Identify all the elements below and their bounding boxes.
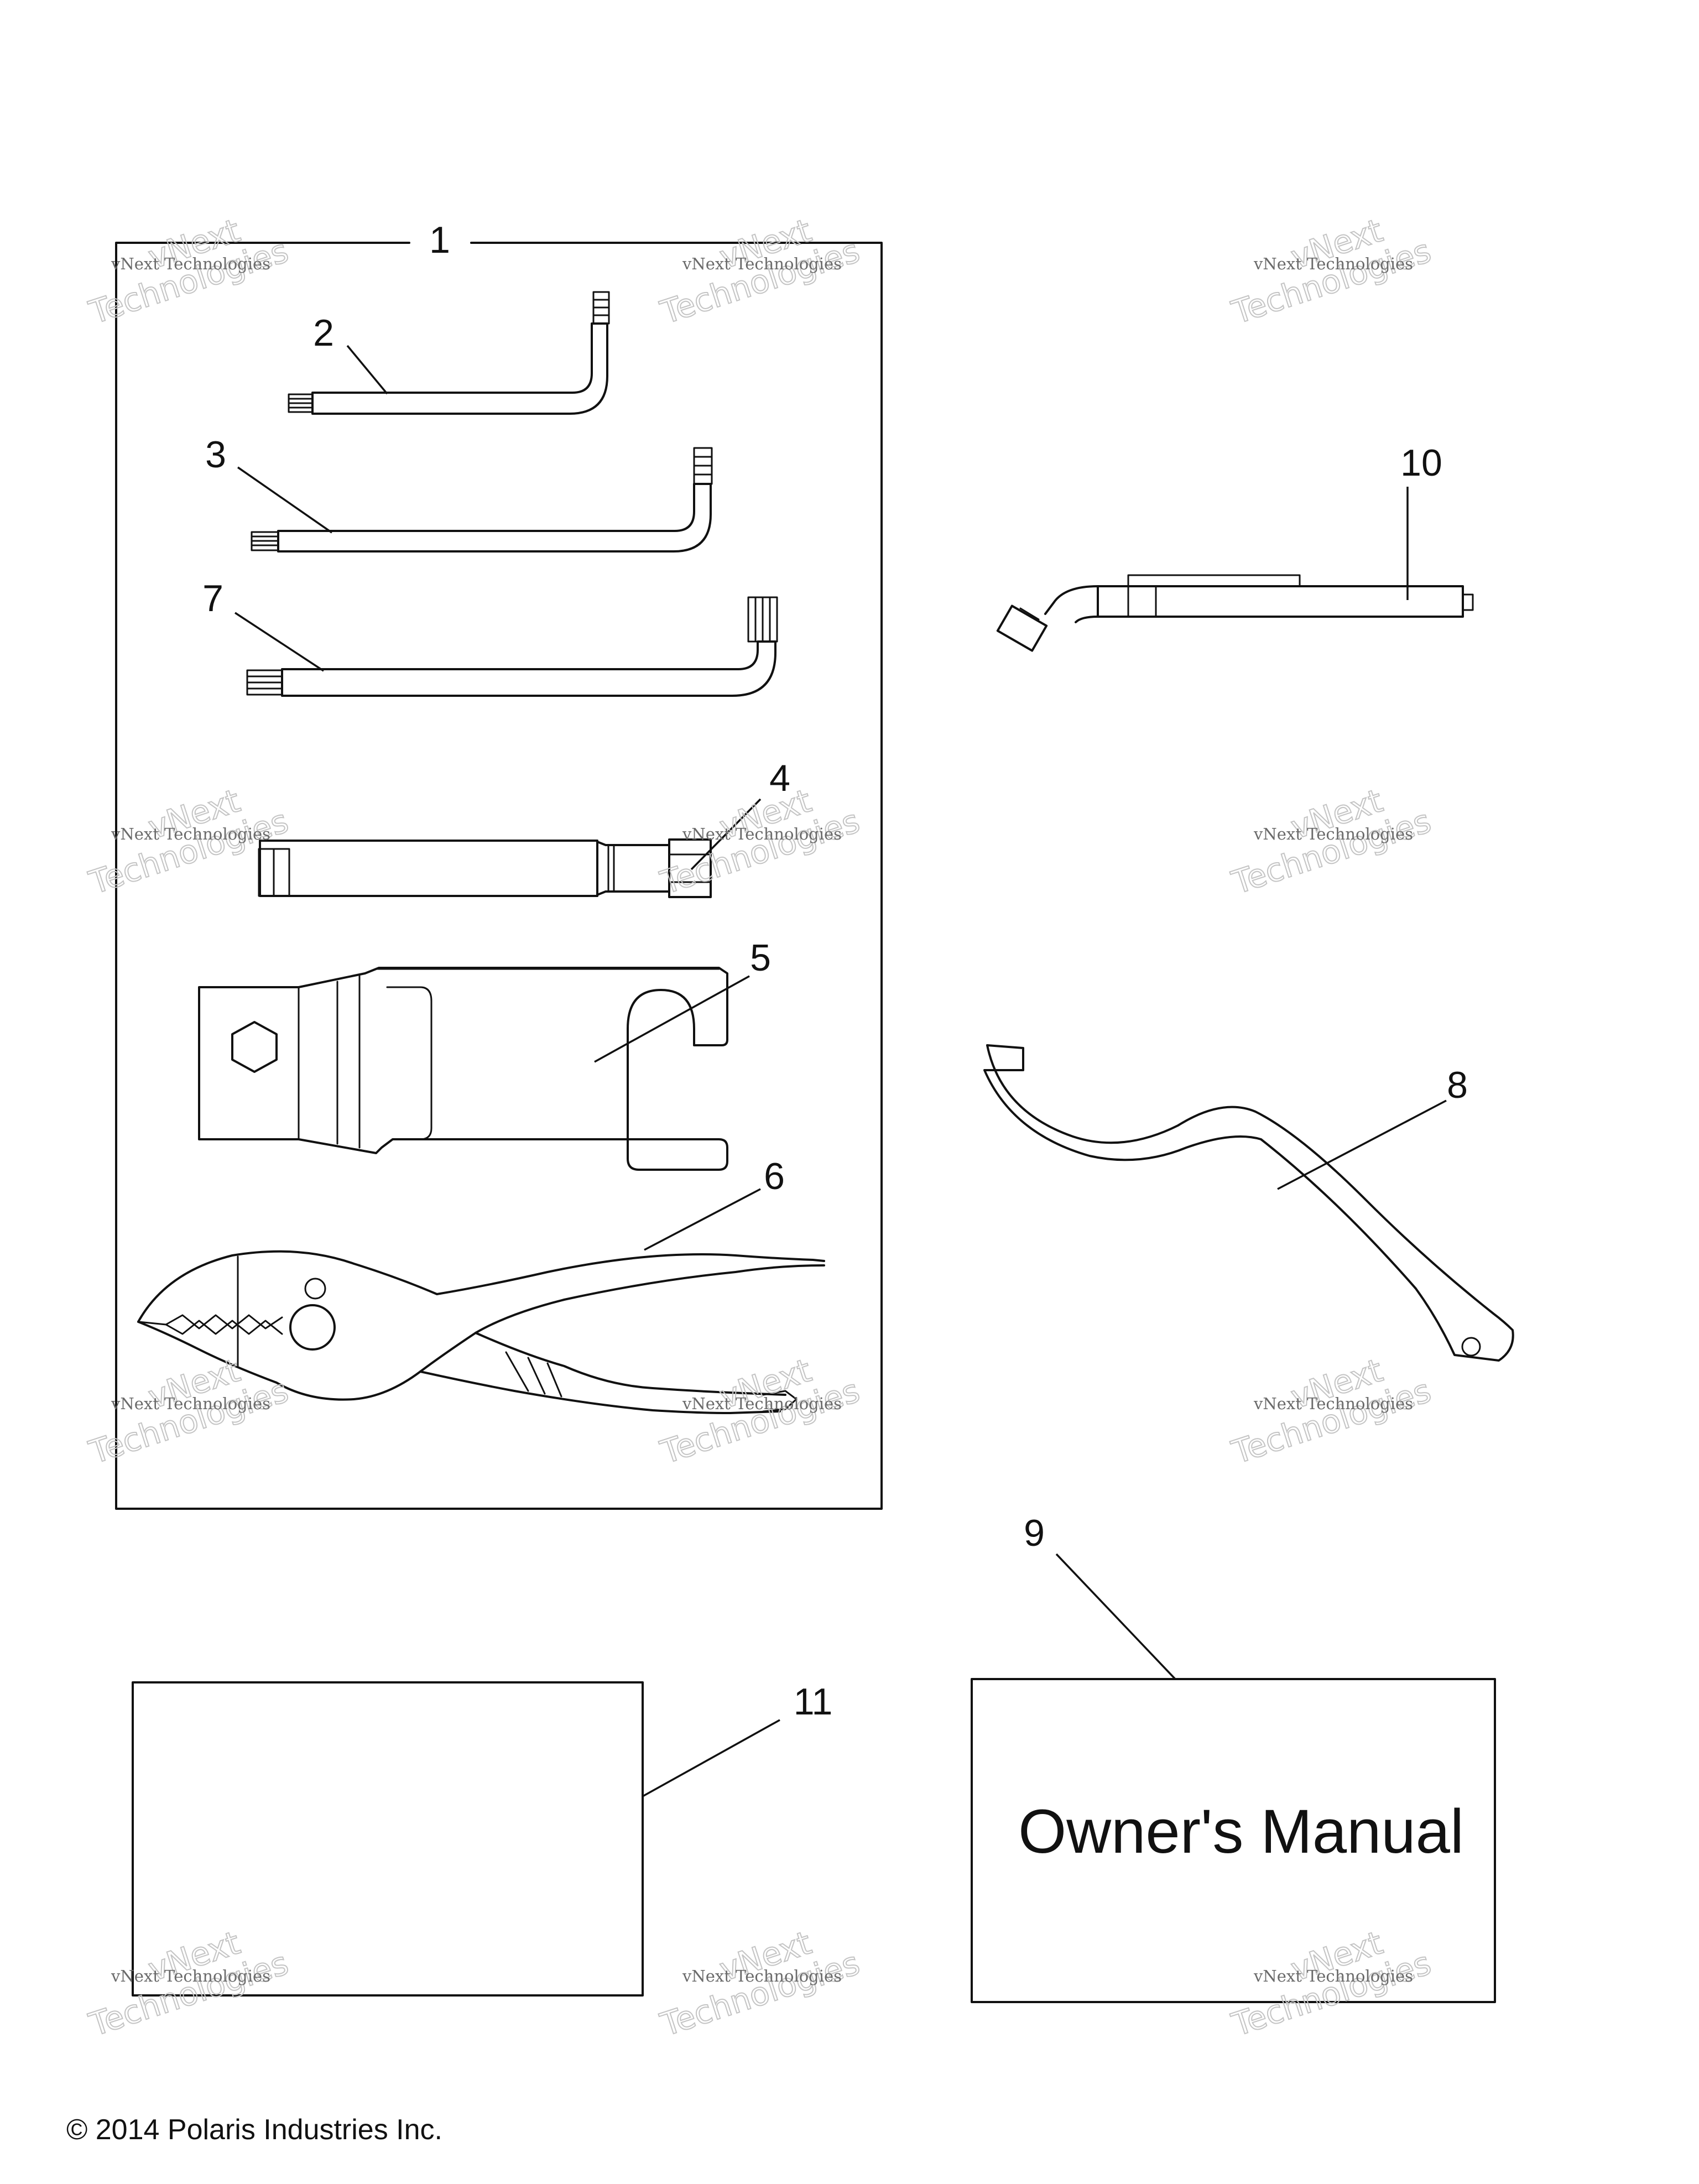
- svg-text:vNext Technologies: vNext Technologies: [111, 1967, 270, 1985]
- hex-key-large: [246, 596, 778, 697]
- svg-text:vNext Technologies: vNext Technologies: [682, 254, 842, 273]
- callout-7: 7: [202, 577, 223, 619]
- watermark-r3c1: vNext Technologies vNext Technologies: [84, 1351, 293, 1472]
- hex-key-medium: [251, 447, 713, 552]
- svg-text:vNext Technologies: vNext Technologies: [111, 1394, 270, 1413]
- svg-text:vNext Technologies: vNext Technologies: [682, 825, 842, 843]
- svg-text:vNext Technologies: vNext Technologies: [1253, 254, 1413, 273]
- leader-9: [1055, 1553, 1176, 1680]
- watermark-r1c3: vNext Technologies vNext Technologies: [1227, 211, 1436, 332]
- leader-2: [346, 345, 388, 395]
- leader-6: [644, 1188, 761, 1251]
- leader-5: [594, 975, 750, 1063]
- grease-tool: [996, 574, 1474, 652]
- watermark-r4c2: vNext Technologies vNext Technologies: [655, 1923, 864, 2044]
- tool-kit-frame: [115, 242, 883, 1510]
- callout-1: 1: [429, 219, 450, 261]
- owners-manual-label: Owner's Manual: [1018, 1797, 1464, 1866]
- leader-8: [1277, 1099, 1447, 1190]
- svg-text:vNext Technologies: vNext Technologies: [1253, 1394, 1413, 1413]
- callout-3: 3: [205, 434, 226, 476]
- slip-joint-pliers: [137, 1250, 825, 1414]
- callout-9: 9: [1024, 1512, 1045, 1554]
- leader-3: [237, 466, 332, 534]
- owners-manual-box: [971, 1678, 1496, 2003]
- watermark-r4c3: vNext Technologies vNext Technologies: [1227, 1923, 1436, 2044]
- svg-text:vNext Technologies: vNext Technologies: [682, 1967, 842, 1985]
- callout-6: 6: [764, 1155, 785, 1197]
- svg-text:vNext Technologies: vNext Technologies: [1253, 825, 1413, 843]
- callout-11: 11: [794, 1681, 833, 1723]
- watermark-r2c2: vNext Technologies vNext Technologies: [655, 781, 864, 902]
- svg-text:vNext Technologies: vNext Technologies: [682, 1394, 842, 1413]
- callout-5: 5: [750, 937, 771, 979]
- leader-4: [690, 798, 762, 871]
- callout-10: 10: [1400, 442, 1442, 484]
- svg-text:vNext Technologies: vNext Technologies: [1253, 1967, 1413, 1985]
- callout-4: 4: [769, 757, 790, 799]
- callout-2: 2: [313, 312, 334, 354]
- spark-plug-socket: [258, 838, 712, 898]
- watermark-r3c2: vNext Technologies vNext Technologies: [655, 1351, 864, 1472]
- watermark-r1c1: vNext Technologies vNext Technologies: [84, 211, 293, 332]
- copyright-notice: © 2014 Polaris Industries Inc.: [66, 2114, 442, 2146]
- svg-text:vNext Technologies: vNext Technologies: [111, 825, 270, 843]
- hex-key-small: [288, 291, 610, 415]
- watermark-r4c1: vNext Technologies vNext Technologies: [84, 1923, 293, 2044]
- watermark-r1c2: vNext Technologies vNext Technologies: [655, 211, 864, 332]
- watermark-r3c3: vNext Technologies vNext Technologies: [1227, 1351, 1436, 1472]
- watermark-r2c3: vNext Technologies vNext Technologies: [1227, 781, 1436, 902]
- svg-text:vNext Technologies: vNext Technologies: [111, 254, 270, 273]
- hook-spanner: [983, 1044, 1514, 1362]
- blank-card: [132, 1681, 644, 1997]
- leader-11: [642, 1719, 780, 1797]
- callout-8: 8: [1447, 1064, 1468, 1106]
- leader-7: [234, 612, 324, 672]
- spanner-wrench: [198, 967, 728, 1171]
